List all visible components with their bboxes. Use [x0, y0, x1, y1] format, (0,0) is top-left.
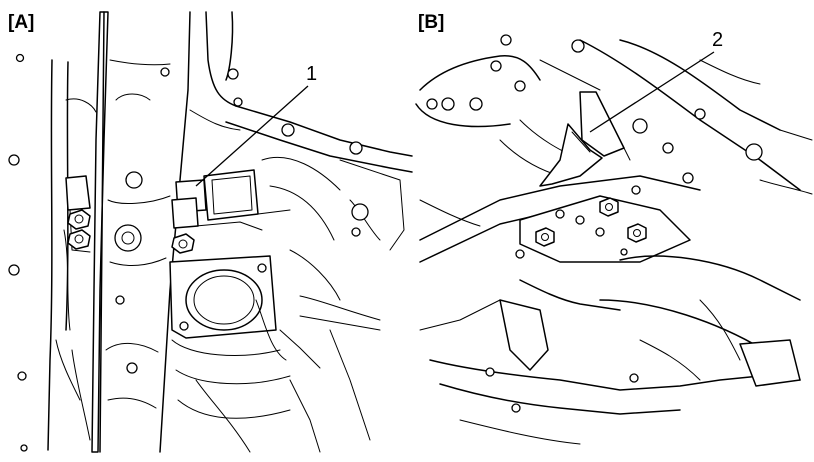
- callout-2: 2: [589, 29, 723, 133]
- callout-1-number: 1: [306, 63, 317, 85]
- panel-a-label: [A]: [8, 12, 34, 33]
- panel-a-underbody: [195, 156, 405, 453]
- component-1: [171, 169, 291, 254]
- nut-icon: [67, 209, 91, 230]
- callout-2-number: 2: [712, 29, 723, 51]
- nut-icon: [535, 227, 555, 247]
- frame-rail: [91, 11, 191, 453]
- panel-b: [B]: [415, 12, 813, 445]
- nut-icon: [599, 197, 619, 217]
- panel-a: [A]: [8, 11, 413, 453]
- panel-b-label: [B]: [418, 12, 444, 33]
- component-2: [539, 91, 631, 187]
- crossmember-plate: [419, 175, 701, 263]
- callout-1: 1: [195, 63, 317, 187]
- rear-frame-rail: [189, 11, 413, 173]
- nut-icon: [67, 229, 91, 250]
- callout-2-leader: [589, 51, 715, 133]
- panel-b-casting: [415, 34, 601, 177]
- nut-icon: [627, 223, 647, 243]
- panel-a-edge-holes: [8, 53, 28, 452]
- callout-1-leader: [195, 85, 309, 187]
- nut-icon: [171, 233, 195, 254]
- panel-a-left-bracket: [65, 175, 91, 253]
- panel-a-left-frame: [47, 59, 97, 451]
- panel-b-underbody: [419, 199, 801, 445]
- exhaust-flange: [169, 255, 321, 419]
